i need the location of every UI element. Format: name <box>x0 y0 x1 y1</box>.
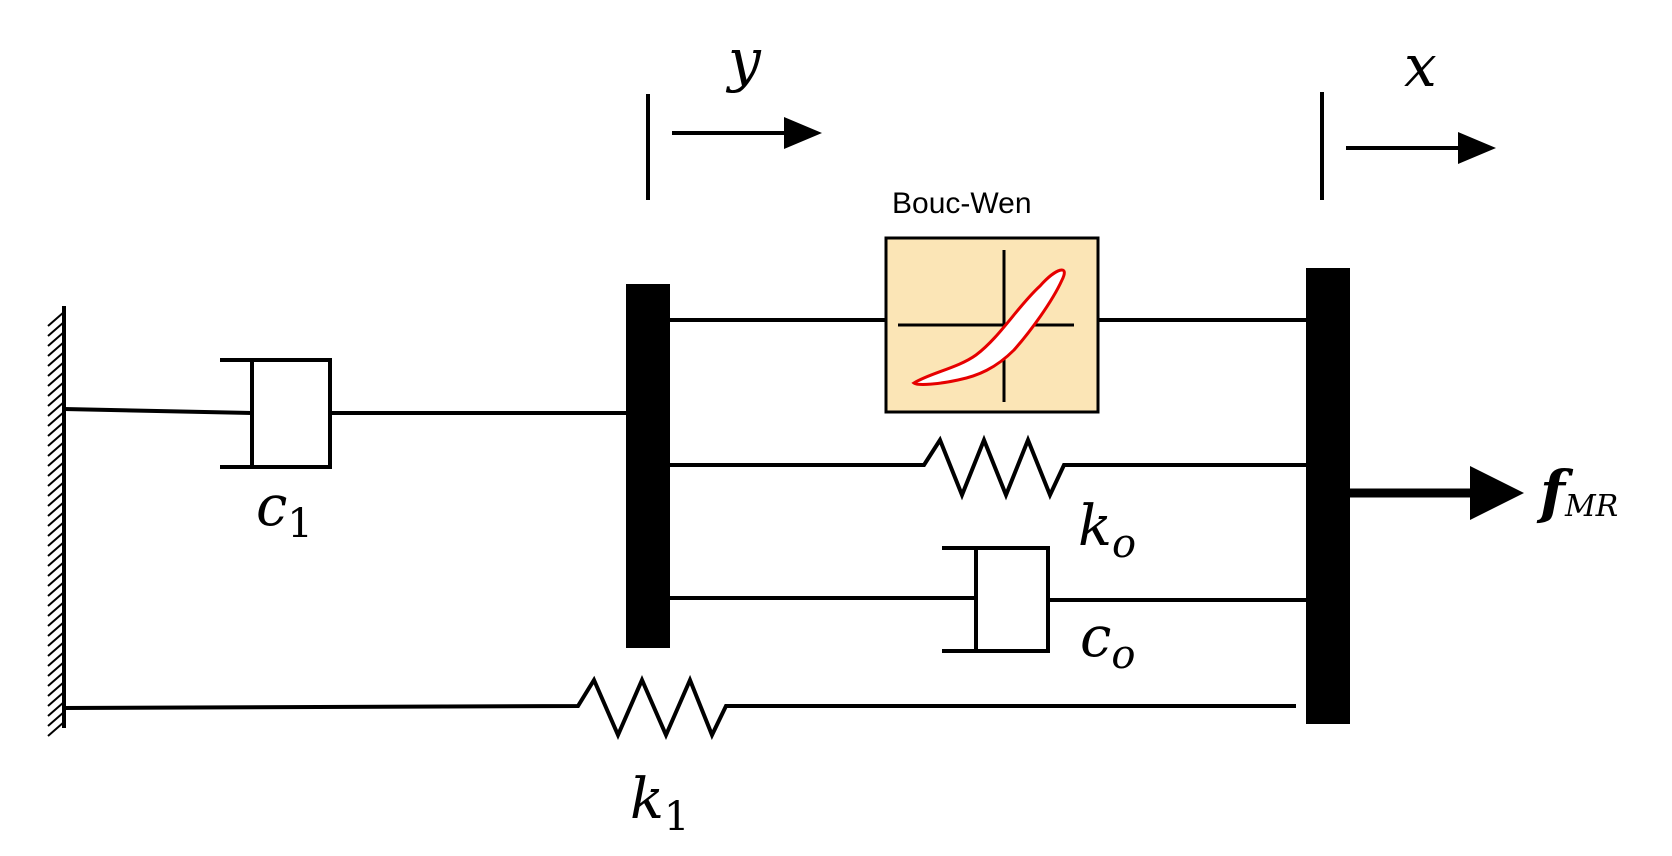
hatch-line <box>47 551 65 567</box>
label-bouc-wen: Bouc-Wen <box>892 187 1032 220</box>
hatch-line <box>47 341 65 357</box>
force-arrow <box>1350 466 1524 520</box>
hatch-line <box>47 491 65 507</box>
hatch-line <box>47 721 65 737</box>
hatch-line <box>47 511 65 527</box>
hatch-line <box>47 641 65 657</box>
hatch-line <box>47 461 65 477</box>
hatch-line <box>47 451 65 467</box>
damper-c0 <box>670 546 1306 653</box>
hatch-line <box>47 651 65 667</box>
hatch-line <box>47 401 65 417</box>
displacement-y-marker <box>646 94 822 200</box>
hatch-line <box>47 371 65 387</box>
hatch-line <box>47 631 65 647</box>
hatch-line <box>47 541 65 557</box>
hatch-line <box>47 391 65 407</box>
spring-k1 <box>63 674 1296 741</box>
hatch-line <box>47 441 65 457</box>
hatch-line <box>47 321 65 337</box>
hatch-line <box>47 691 65 707</box>
hatch-line <box>47 611 65 627</box>
hysteresis-loop-icon <box>911 268 1066 386</box>
damper-c1 <box>63 358 628 469</box>
hatch-line <box>47 571 65 587</box>
wall-hatching <box>47 311 65 737</box>
hatch-line <box>47 331 65 347</box>
label-c1: c1 <box>256 474 313 547</box>
hatch-line <box>47 681 65 697</box>
hatch-line <box>47 311 65 327</box>
displacement-x-marker <box>1320 92 1496 200</box>
hatch-line <box>47 591 65 607</box>
label-k1: k1 <box>630 767 689 840</box>
hatch-line <box>47 351 65 367</box>
hatch-line <box>47 711 65 727</box>
hatch-line <box>47 361 65 377</box>
middle-bar <box>626 284 670 648</box>
label-x: x <box>1404 32 1437 100</box>
hatch-line <box>47 471 65 487</box>
hatch-line <box>47 661 65 677</box>
label-force-fmr: fMR <box>1536 458 1618 526</box>
hatch-line <box>47 521 65 537</box>
hatch-line <box>47 431 65 447</box>
label-c0: co <box>1080 605 1135 678</box>
hatch-line <box>47 671 65 687</box>
fixed-wall <box>47 306 66 737</box>
hatch-line <box>47 701 65 717</box>
hatch-line <box>47 381 65 397</box>
right-bar <box>1306 268 1350 724</box>
hatch-line <box>47 481 65 497</box>
hatch-line <box>47 531 65 547</box>
hatch-line <box>47 501 65 517</box>
bouc-wen-element <box>670 236 1306 414</box>
hatch-line <box>47 411 65 427</box>
hatch-line <box>47 421 65 437</box>
hatch-line <box>47 601 65 617</box>
hatch-line <box>47 561 65 577</box>
label-k0: ko <box>1078 494 1136 567</box>
hatch-line <box>47 581 65 597</box>
label-y: y <box>725 26 762 94</box>
hatch-line <box>47 621 65 637</box>
spring-k0 <box>670 434 1306 501</box>
